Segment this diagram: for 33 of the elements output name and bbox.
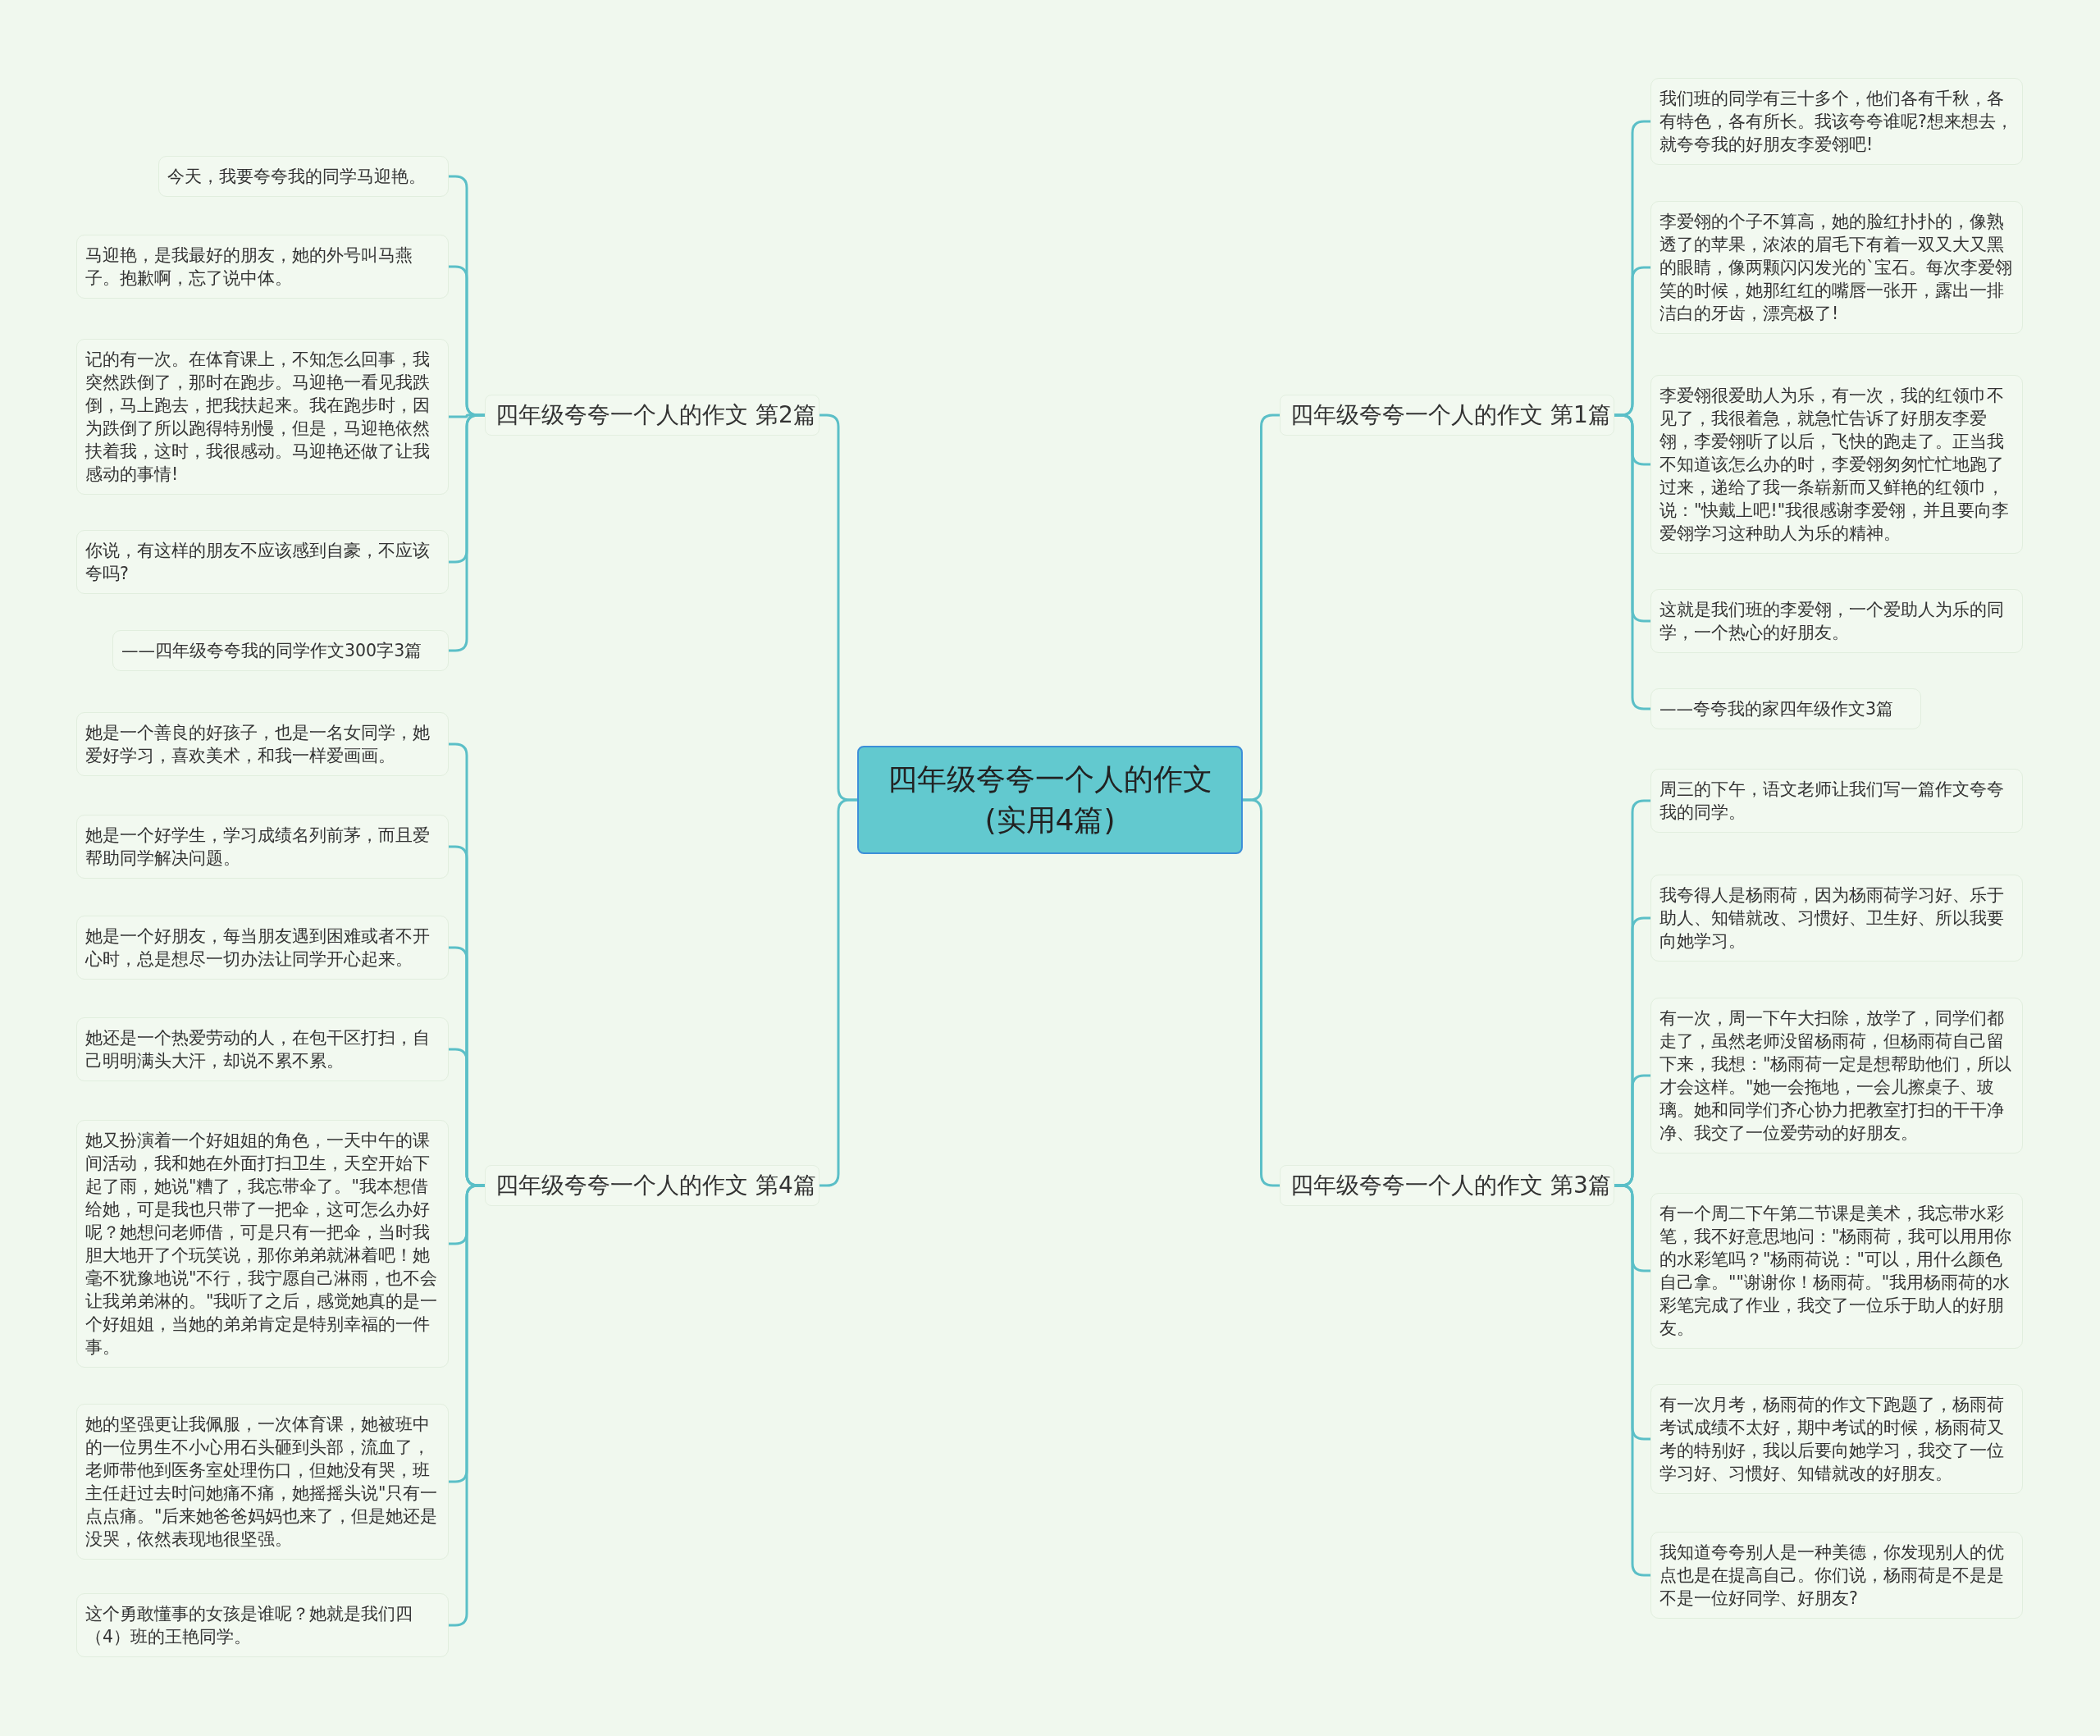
central-topic-box: 四年级夸夸一个人的作文(实用4篇) <box>857 746 1243 854</box>
text-card: 有一个周二下午第二节课是美术，我忘带水彩笔，我不好意思地问："杨雨荷，我可以用用你的水彩笔吗？"杨雨荷说："可以，用什么颜色自己拿。""谢谢你！杨雨荷。"我用杨雨荷的水彩笔完成了作业，我交了一位乐于助人的好朋友。 <box>1650 1193 2023 1349</box>
connector-line <box>1614 413 1650 710</box>
connector-line <box>819 798 857 1187</box>
text-card: 这就是我们班的李爱翎，一个爱助人为乐的同学，一个热心的好朋友。 <box>1650 589 2023 653</box>
branch-topic-box: 四年级夸夸一个人的作文 第2篇 <box>485 395 819 436</box>
branch-topic-box: 四年级夸夸一个人的作文 第3篇 <box>1280 1165 1614 1206</box>
text-card: 李爱翎的个子不算高，她的脸红扑扑的，像熟透了的苹果，浓浓的眉毛下有着一双又大又黑的眼睛，像两颗闪闪发光的`宝石。每次李爱翎笑的时候，她那红红的嘴唇一张开，露出一排洁白的牙齿，漂亮极了! <box>1650 201 2023 334</box>
text-card: ——夸夸我的家四年级作文3篇 <box>1650 688 1921 729</box>
text-card: 有一次，周一下午大扫除，放学了，同学们都走了，虽然老师没留杨雨荷，但杨雨荷自己留下来，我想："杨雨荷一定是想帮助他们，所以才会这样。"她一会拖地，一会儿擦桌子、玻璃。她和同学们齐心协力把教室打扫的干干净净、我交了一位爱劳动的好朋友。 <box>1650 998 2023 1154</box>
branch-topic-box: 四年级夸夸一个人的作文 第4篇 <box>485 1165 819 1206</box>
text-card: 你说，有这样的朋友不应该感到自豪，不应该夸吗? <box>76 530 449 594</box>
text-card: 记的有一次。在体育课上，不知怎么回事，我突然跌倒了，那时在跑步。马迎艳一看见我跌倒，马上跑去，把我扶起来。我在跑步时，因为跌倒了所以跑得特别慢，但是，马迎艳依然扶着我，这时，我很感动。马迎艳还做了让我感动的事情! <box>76 339 449 495</box>
connector-line <box>1614 1184 1650 1577</box>
text-card: 我夸得人是杨雨荷，因为杨雨荷学习好、乐于助人、知错就改、习惯好、卫生好、所以我要向她学习。 <box>1650 875 2023 962</box>
text-card: 她是一个好学生，学习成绩名列前茅，而且爱帮助同学解决问题。 <box>76 815 449 879</box>
text-card: 周三的下午，语文老师让我们写一篇作文夸夸我的同学。 <box>1650 769 2023 833</box>
text-card: 她的坚强更让我佩服，一次体育课，她被班中的一位男生不小心用石头砸到头部，流血了，老师带他到医务室处理伤口，但她没有哭，班主任赶过去时问她痛不痛，她摇摇头说"只有一点点痛。"后来她爸爸妈妈也来了，但是她还是没哭，依然表现地很坚强。 <box>76 1404 449 1560</box>
text-card: 我们班的同学有三十多个，他们各有千秋，各有特色，各有所长。我该夸夸谁呢?想来想去，就夸夸我的好朋友李爱翎吧! <box>1650 78 2023 165</box>
text-card: 马迎艳，是我最好的朋友，她的外号叫马燕子。抱歉啊，忘了说中体。 <box>76 235 449 299</box>
text-card: 这个勇敢懂事的女孩是谁呢？她就是我们四（4）班的王艳同学。 <box>76 1593 449 1657</box>
text-card: 她还是一个热爱劳动的人，在包干区打扫，自己明明满头大汗，却说不累不累。 <box>76 1017 449 1081</box>
text-card: 我知道夸夸别人是一种美德，你发现别人的优点也是在提高自己。你们说，杨雨荷是不是是不是一位好同学、好朋友? <box>1650 1532 2023 1619</box>
text-card: 有一次月考，杨雨荷的作文下跑题了，杨雨荷考试成绩不太好，期中考试的时候，杨雨荷又考的特别好，我以后要向她学习，我交了一位学习好、习惯好、知错就改的好朋友。 <box>1650 1384 2023 1494</box>
connector-line <box>449 413 485 652</box>
text-card: 她又扮演着一个好姐姐的角色，一天中午的课间活动，我和她在外面打扫卫生，天空开始下起了雨，她说"糟了，我忘带伞了。"我本想借给她，可是我也只带了一把伞，这可怎么办好呢？她想问老师借，可是只有一把伞，当时我胆大地开了个玩笑说，那你弟弟就淋着吧！她毫不犹豫地说"不行，我宁愿自己淋雨，也不会让我弟弟淋的。"我听了之后，感觉她真的是一个好姐姐，当她的弟弟肯定是特别幸福的一件事。 <box>76 1120 449 1368</box>
text-card: 今天，我要夸夸我的同学马迎艳。 <box>158 156 449 197</box>
connector-line <box>1243 798 1280 1187</box>
text-card: ——四年级夸夸我的同学作文300字3篇 <box>112 630 449 671</box>
text-card: 她是一个好朋友，每当朋友遇到困难或者不开心时，总是想尽一切办法让同学开心起来。 <box>76 916 449 980</box>
text-card: 她是一个善良的好孩子，也是一名女同学，她爱好学习，喜欢美术，和我一样爱画画。 <box>76 712 449 776</box>
text-card: 李爱翎很爱助人为乐，有一次，我的红领巾不见了，我很着急，就急忙告诉了好朋友李爱翎，李爱翎听了以后，飞快的跑走了。正当我不知道该怎么办的时，李爱翎匆匆忙忙地跑了过来，递给了我一条崭新而又鲜艳的红领巾，说："快戴上吧!"我很感谢李爱翎，并且要向李爱翎学习这种助人为乐的精神。 <box>1650 375 2023 554</box>
branch-topic-box: 四年级夸夸一个人的作文 第1篇 <box>1280 395 1614 436</box>
